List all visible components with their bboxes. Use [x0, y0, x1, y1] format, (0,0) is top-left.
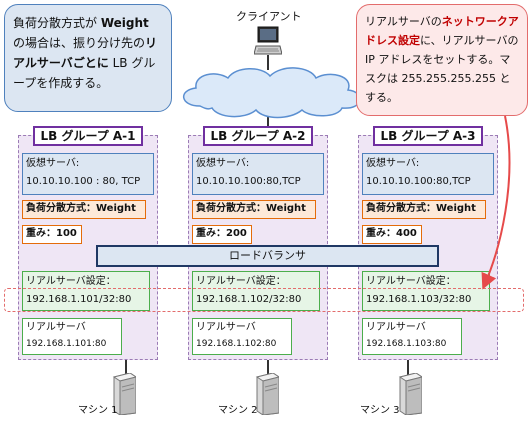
note-text-segment: 負荷分散方式が — [13, 16, 101, 30]
server-icon — [255, 373, 279, 415]
server-icon — [112, 373, 136, 415]
lb-group-title-1: LB グループ A-1 — [33, 126, 143, 146]
realserver-settings-label: リアルサーバ設定： — [196, 276, 286, 287]
realserver-settings-value: 192.168.1.102/32:80 — [196, 294, 302, 305]
lb-method-box-3: 負荷分散方式：Weight — [362, 200, 486, 219]
virtual-server-value: 10.10.10.100:80,TCP — [366, 176, 471, 187]
lb-method-box-2: 負荷分散方式：Weight — [192, 200, 316, 219]
weight-box-2: 重み：200 — [192, 225, 252, 244]
realserver-label: リアルサーバ — [366, 322, 426, 333]
realserver-value: 192.168.1.103:80 — [366, 339, 447, 349]
realserver-label: リアルサーバ — [196, 322, 256, 333]
lb-method-box-1: 負荷分散方式：Weight — [22, 200, 146, 219]
network-cloud-icon — [183, 67, 361, 119]
realserver-settings-label: リアルサーバ設定： — [26, 276, 116, 287]
note-text-segment: の場合は、振り分け先の — [13, 36, 146, 50]
realserver-settings-value: 192.168.1.103/32:80 — [366, 294, 472, 305]
machine-label-2: マシン 2 — [218, 405, 258, 416]
realserver-settings-box-2: リアルサーバ設定： 192.168.1.102/32:80 — [192, 271, 320, 311]
realserver-box-1: リアルサーバ 192.168.1.101:80 — [22, 318, 122, 355]
load-balancer-bar: ロードバランサ — [96, 245, 439, 267]
realserver-value: 192.168.1.102:80 — [196, 339, 277, 349]
realserver-settings-highlight — [4, 288, 524, 312]
computer-icon — [254, 26, 282, 55]
virtual-server-label: 仮想サーバ: — [196, 158, 250, 169]
realserver-settings-value: 192.168.1.101/32:80 — [26, 294, 132, 305]
note-weight-per-realserver: 負荷分散方式が Weight の場合は、振り分け先のリアルサーバごとに LB グ… — [4, 4, 172, 112]
virtual-server-value: 10.10.10.100:80,TCP — [196, 176, 301, 187]
server-icon — [398, 373, 422, 415]
machine-label-1: マシン 1 — [78, 405, 118, 416]
lb-group-title-2: LB グループ A-2 — [203, 126, 313, 146]
lb-group-title-3: LB グループ A-3 — [373, 126, 483, 146]
note-text-segment: リアルサーバの — [365, 15, 442, 28]
note-text-segment: LB グループを作成する。 — [13, 56, 156, 90]
note-text-segment: リアルサーバごとに — [13, 36, 158, 70]
client-label: クライアント — [236, 10, 302, 23]
realserver-settings-label: リアルサーバ設定： — [366, 276, 456, 287]
virtual-server-box-1: 仮想サーバ: 10.10.10.100 : 80, TCP — [22, 153, 154, 195]
note-network-address: リアルサーバのネットワークアドレス設定に、リアルサーバの IP アドレスをセット… — [356, 4, 528, 116]
virtual-server-box-3: 仮想サーバ: 10.10.10.100:80,TCP — [362, 153, 494, 195]
realserver-settings-box-3: リアルサーバ設定： 192.168.1.103/32:80 — [362, 271, 490, 311]
virtual-server-value: 10.10.10.100 : 80, TCP — [26, 176, 141, 187]
note-text-segment: に、リアルサーバの IP アドレスをセットする。マスクは 255.255.255… — [365, 34, 519, 104]
note-text-segment: Weight — [100, 16, 149, 30]
virtual-server-label: 仮想サーバ: — [366, 158, 420, 169]
note-text-segment: ネットワークアドレス設定 — [365, 15, 519, 47]
virtual-server-box-2: 仮想サーバ: 10.10.10.100:80,TCP — [192, 153, 324, 195]
machine-label-3: マシン 3 — [360, 405, 400, 416]
weight-box-1: 重み：100 — [22, 225, 82, 244]
weight-box-3: 重み：400 — [362, 225, 422, 244]
realserver-value: 192.168.1.101:80 — [26, 339, 107, 349]
realserver-box-3: リアルサーバ 192.168.1.103:80 — [362, 318, 462, 355]
realserver-box-2: リアルサーバ 192.168.1.102:80 — [192, 318, 292, 355]
virtual-server-label: 仮想サーバ: — [26, 158, 80, 169]
realserver-settings-box-1: リアルサーバ設定： 192.168.1.101/32:80 — [22, 271, 150, 311]
realserver-label: リアルサーバ — [26, 322, 86, 333]
